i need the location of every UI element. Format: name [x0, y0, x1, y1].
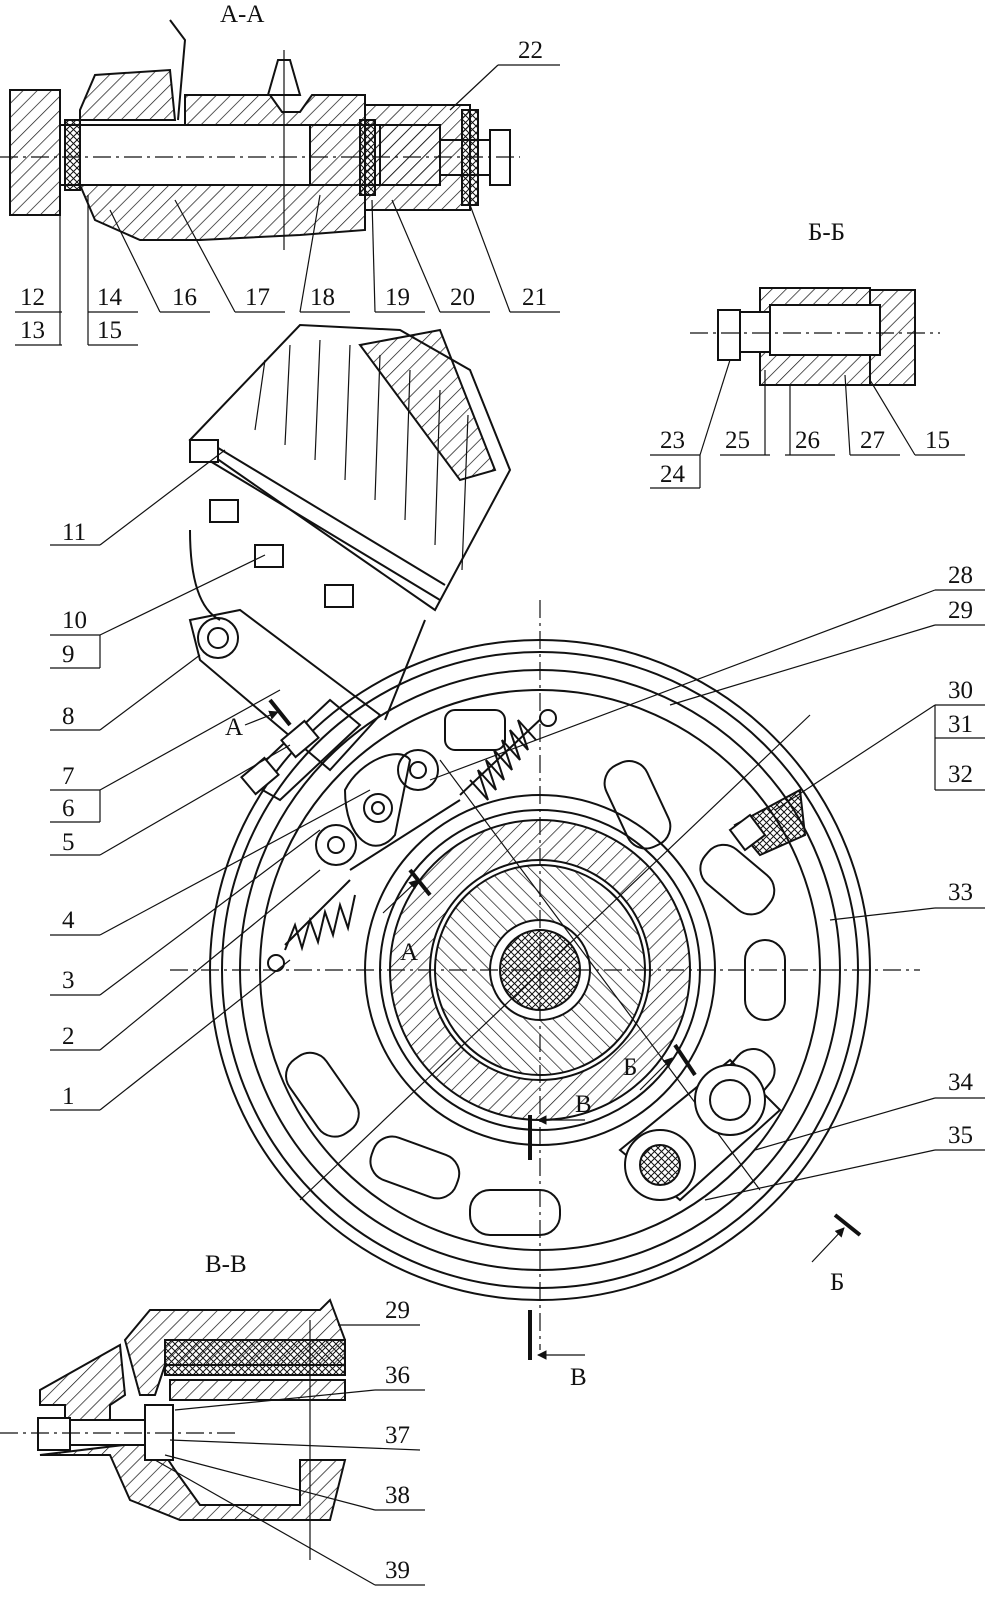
part-number-9: 9: [62, 641, 75, 668]
part-number-39: 39: [385, 1557, 410, 1584]
part-number-5: 5: [62, 829, 75, 856]
part-number-32: 32: [948, 761, 973, 788]
part-number-21: 21: [522, 284, 547, 311]
part-number-30: 30: [948, 677, 973, 704]
cut-mark-b-mid: Б: [623, 1054, 637, 1081]
part-number-10: 10: [62, 607, 87, 634]
part-number-34: 34: [948, 1069, 974, 1096]
part-number-25: 25: [725, 427, 750, 454]
part-number-29: 29: [948, 597, 973, 624]
part-number-18: 18: [310, 284, 335, 311]
brake-chamber: [188, 323, 512, 772]
part-number-8: 8: [62, 703, 75, 730]
section-bb: Б-Б: [650, 219, 965, 489]
part-number-13: 13: [20, 317, 45, 344]
section-aa-title: А-А: [220, 1, 264, 28]
brake-drum-view: [170, 600, 920, 1360]
part-number-12: 12: [20, 284, 45, 311]
cut-mark-a-top: А: [225, 714, 243, 741]
part-number-19: 19: [385, 284, 410, 311]
cut-mark-b-low: Б: [830, 1269, 844, 1296]
section-aa: А-А: [0, 1, 560, 346]
part-number-36: 36: [385, 1362, 410, 1389]
part-number-23: 23: [660, 427, 685, 454]
part-number-14: 14: [97, 284, 123, 311]
section-bb-title: Б-Б: [808, 219, 845, 246]
cut-mark-v-low: В: [570, 1364, 587, 1391]
part-number-37: 37: [385, 1422, 410, 1449]
part-number-2: 2: [62, 1023, 75, 1050]
part-number-27: 27: [860, 427, 885, 454]
section-vv: В-В: [0, 1251, 425, 1586]
part-number-1: 1: [62, 1083, 75, 1110]
cut-mark-a-bottom: А: [400, 939, 418, 966]
part-number-7: 7: [62, 763, 75, 790]
part-number-20: 20: [450, 284, 475, 311]
cut-marks: А А Б Б В В: [225, 714, 844, 1391]
part-number-28: 28: [948, 562, 973, 589]
part-number-24: 24: [660, 461, 686, 488]
part-number-16: 16: [172, 284, 197, 311]
cut-mark-v-mid: В: [575, 1091, 592, 1118]
part-number-11: 11: [62, 519, 86, 546]
part-number-15b: 15: [925, 427, 950, 454]
part-number-35: 35: [948, 1122, 973, 1149]
part-number-17: 17: [245, 284, 270, 311]
part-number-6: 6: [62, 795, 75, 822]
part-number-29b: 29: [385, 1297, 410, 1324]
part-number-3: 3: [62, 967, 75, 994]
main-leaders: [50, 449, 985, 1201]
part-number-26: 26: [795, 427, 820, 454]
part-number-31: 31: [948, 711, 973, 738]
part-number-38: 38: [385, 1482, 410, 1509]
part-number-4: 4: [62, 907, 75, 934]
part-numbers: 22 12 13 14 15 16 17 18 19 20 21 23 24 2…: [20, 37, 974, 1584]
part-number-22: 22: [518, 37, 543, 64]
section-vv-title: В-В: [205, 1251, 247, 1278]
part-number-15: 15: [97, 317, 122, 344]
part-number-33: 33: [948, 879, 973, 906]
